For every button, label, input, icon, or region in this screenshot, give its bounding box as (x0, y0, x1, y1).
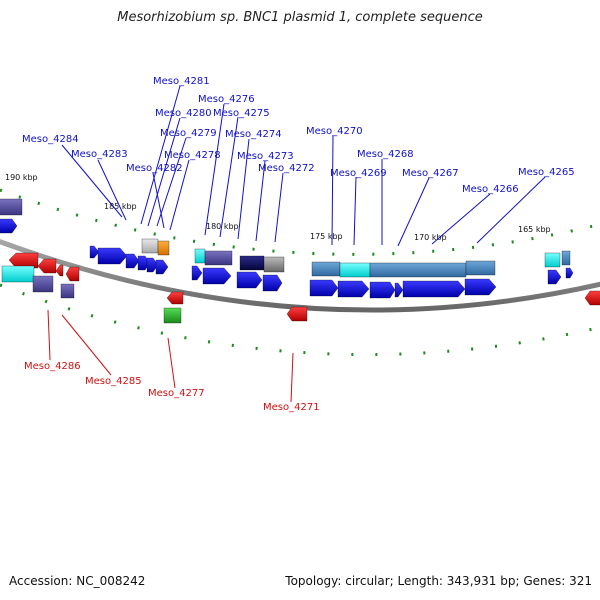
gene-label-meso-4274: Meso_4274 (225, 129, 282, 140)
map-title: Mesorhizobium sp. BNC1 plasmid 1, comple… (117, 10, 483, 25)
gene-label-meso-4272: Meso_4272 (258, 163, 315, 174)
gene-label-meso-4270: Meso_4270 (306, 126, 363, 137)
topology-label: Topology: circular; Length: 343,931 bp; … (285, 574, 592, 588)
forward-gene-labels: Meso_4284 Meso_4283 Meso_4282 Meso_4281 … (22, 76, 575, 195)
accession-label: Accession: NC_008242 (9, 574, 146, 588)
gene-label-meso-4284: Meso_4284 (22, 134, 79, 145)
gene-label-meso-4275: Meso_4275 (213, 108, 270, 119)
kbp-label-180: 180 kbp (206, 222, 239, 231)
gene-label-meso-4273: Meso_4273 (237, 151, 294, 162)
reverse-gene-labels: Meso_4286 Meso_4285 Meso_4277 Meso_4271 (24, 361, 320, 413)
reverse-genes (1, 252, 600, 324)
gene-label-meso-4280: Meso_4280 (155, 108, 212, 119)
gc-ticks-outer (0, 188, 600, 256)
kbp-label-175: 175 kbp (310, 232, 343, 241)
gene-label-meso-4267: Meso_4267 (402, 168, 459, 179)
kbp-label-170: 170 kbp (414, 233, 447, 242)
kbp-label-165: 165 kbp (518, 225, 551, 234)
gene-label-meso-4265: Meso_4265 (518, 167, 575, 178)
gene-label-meso-4279: Meso_4279 (160, 128, 217, 139)
forward-callout-lines (61, 85, 546, 247)
gene-label-meso-4277: Meso_4277 (148, 388, 205, 399)
gene-label-meso-4278: Meso_4278 (164, 150, 221, 161)
kbp-label-190: 190 kbp (5, 173, 38, 182)
gene-label-meso-4266: Meso_4266 (462, 184, 519, 195)
gene-label-meso-4281: Meso_4281 (153, 76, 210, 87)
gene-label-meso-4286: Meso_4286 (24, 361, 81, 372)
gene-label-meso-4268: Meso_4268 (357, 149, 414, 160)
kbp-label-185: 185 kbp (104, 202, 137, 211)
forward-genes-inner (0, 218, 574, 299)
gene-label-meso-4269: Meso_4269 (330, 168, 387, 179)
gene-label-meso-4283: Meso_4283 (71, 149, 128, 160)
reverse-callout-lines (47, 309, 294, 403)
gene-label-meso-4285: Meso_4285 (85, 376, 142, 387)
gene-label-meso-4276: Meso_4276 (198, 94, 255, 105)
gene-label-meso-4282: Meso_4282 (126, 163, 183, 174)
forward-genes-outer (0, 198, 571, 278)
gene-label-meso-4271: Meso_4271 (263, 402, 320, 413)
